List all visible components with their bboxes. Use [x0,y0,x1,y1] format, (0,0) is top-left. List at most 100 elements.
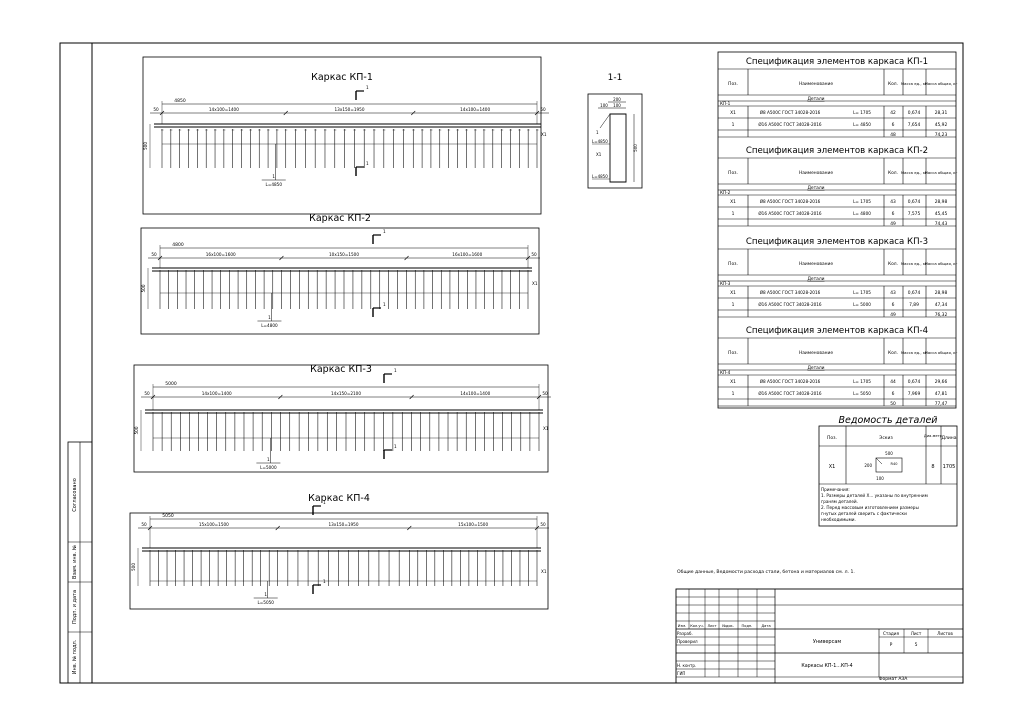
spec-1-h-name: Наименование [799,81,833,87]
frame-4-seg-left: 15х100=1500 [199,522,229,527]
spec-2-row-m1: 7,575 [908,211,921,217]
spec-4-row-mt: 29,66 [935,379,948,385]
section-mark-1: 1 [596,130,599,135]
tb-role-dev: Разраб. [677,631,693,636]
frame-2-bar-label: L=4800 [261,323,278,328]
spec-2-h-group: Детали [807,185,824,191]
tb-col-change: Изм. [678,624,686,628]
frame-3-height-dim: 500 [134,426,139,434]
frame-1-section-mark: 1 [355,161,369,176]
tb-h-sheets: Листов [937,631,953,636]
details-h-len: Длина [941,435,956,441]
stamp-sign-date: Подп. и дата [72,590,78,624]
tb-col-sign: Подп. [742,624,753,628]
tb-col-sheet: Лист [707,624,716,628]
tb-col-qty: Кол.уч. [690,624,704,628]
spec-1-total-mass: 74,23 [935,132,948,138]
spec-3-row-len: L= 5000 [853,302,871,307]
frame-1-end-dim-left: 50 [153,107,159,112]
general-note: Общие данные, Ведомости расхода стали, б… [677,569,855,575]
spec-2-total-mass: 74,43 [935,221,948,227]
details-row-diam: 8 [931,464,934,470]
frame-2-stirrup-mark: Х1 [532,281,538,286]
spec-2-h-mass1: Масса ед., кг [901,170,927,175]
frame-1-border [142,56,542,215]
tb-role-check: Проверил [677,639,698,644]
spec-2-group-label: КП-2 [720,190,731,195]
svg-text:1: 1 [366,161,369,166]
details-h-diam: Диа-метр [924,434,943,438]
spec-3-row-name: Ø8 А500С ГОСТ 34028-2016 [760,290,821,295]
spec-4-row-name: Ø16 А500С ГОСТ 34028-2016 [758,391,822,396]
frame-2-border [140,227,540,335]
section-mark-x1: Х1 [596,152,602,157]
frame-1-bar-pos: 1 [272,174,275,179]
spec-3-h-group: Детали [807,276,824,282]
frame-3-title: Каркас КП-3 [310,364,372,375]
spec-2-row-mt: 45,45 [935,211,948,217]
spec-2-h-qty: Кол. [888,170,898,176]
section-box [587,93,643,189]
spec-3-row-mt: 28,98 [935,290,948,296]
spec-2-row-m1: 0,674 [908,199,921,205]
spec-1-row-mt: 45,92 [935,122,948,128]
spec-1-row-m1: 0,674 [908,110,921,116]
frame-4-border [129,512,549,610]
sheet-border [59,42,964,684]
frame-1-stirrup-mark: Х1 [541,132,547,137]
spec-4-group-label: КП-4 [720,370,731,375]
spec-4-total-mass: 77,47 [935,401,948,407]
frame-1-bar-label: L=4850 [266,182,283,187]
spec-3-row-qty: 43 [890,290,896,296]
spec-table-1-title: Спецификация элементов каркаса КП-1 [746,57,928,67]
details-sketch-bottom: 100 [876,476,884,481]
section-dim-h: 500 [633,144,638,152]
frame-3-bar-label: L=5000 [260,465,277,470]
frame-2-end-dim-right: 50 [531,252,537,257]
details-title: Ведомость деталей [839,415,938,426]
frame-4-section-mark: 1 [312,579,326,594]
spec-3-row-pos: Х1 [730,290,736,296]
spec-4-row-len: L= 5050 [853,391,871,396]
spec-2-h-pos: Поз. [728,170,738,176]
svg-text:1: 1 [383,229,386,234]
spec-2-total-qty: 49 [890,221,896,227]
frame-1-seg-mid: 13х150=1950 [335,107,365,112]
frame-1-seg-right: 14х100=1400 [460,107,490,112]
spec-1-total-qty: 48 [890,132,896,138]
spec-2-row-name: Ø8 А500С ГОСТ 34028-2016 [760,199,821,204]
spec-1-row-qty: 42 [890,110,896,116]
spec-2-h-mass-total: Масса общая, кг [925,170,958,175]
frame-3-border [133,364,549,473]
notes-line-2: граням деталей. [821,499,858,504]
frame-1-total-dim: 4850 [174,98,186,104]
spec-1-row-name: Ø8 А500С ГОСТ 34028-2016 [760,110,821,115]
details-row-len: 1705 [943,464,956,470]
details-h-sketch: Эскиз [879,435,893,441]
spec-table-4-title: Спецификация элементов каркаса КП-4 [746,326,928,336]
spec-4-row-pos: Х1 [730,379,736,385]
frame-2-total-dim: 4800 [172,242,184,248]
spec-1-h-pos: Поз. [728,81,738,87]
section-dim-a: 100 [600,103,608,108]
svg-text:1: 1 [366,85,369,90]
spec-1-row-name: Ø16 А500С ГОСТ 34028-2016 [758,122,822,127]
frame-4-title: Каркас КП-4 [308,493,370,504]
frame-2-section-mark: 1 [372,302,386,317]
notes-line-4: гнутых деталей сверить с фактически [821,511,907,516]
details-row-pos: Х1 [829,464,836,470]
spec-4-row-name: Ø8 А500С ГОСТ 34028-2016 [760,379,821,384]
section-1-1: 1-1 200 100 100 500 1 L=4850 Х1 L=4850 [587,73,643,189]
frame-3-section-mark: 1 [383,368,397,383]
spec-1-row-pos: Х1 [730,110,736,116]
notes-line-5: необходимыми. [821,517,856,522]
spec-3-h-mass-total: Масса общая, кг [925,261,958,266]
details-sketch-side: 200 [864,463,872,468]
spec-3-h-mass1: Масса ед., кг [901,261,927,266]
frame-3-end-dim-right: 50 [542,391,548,396]
spec-3-h-qty: Кол. [888,261,898,267]
